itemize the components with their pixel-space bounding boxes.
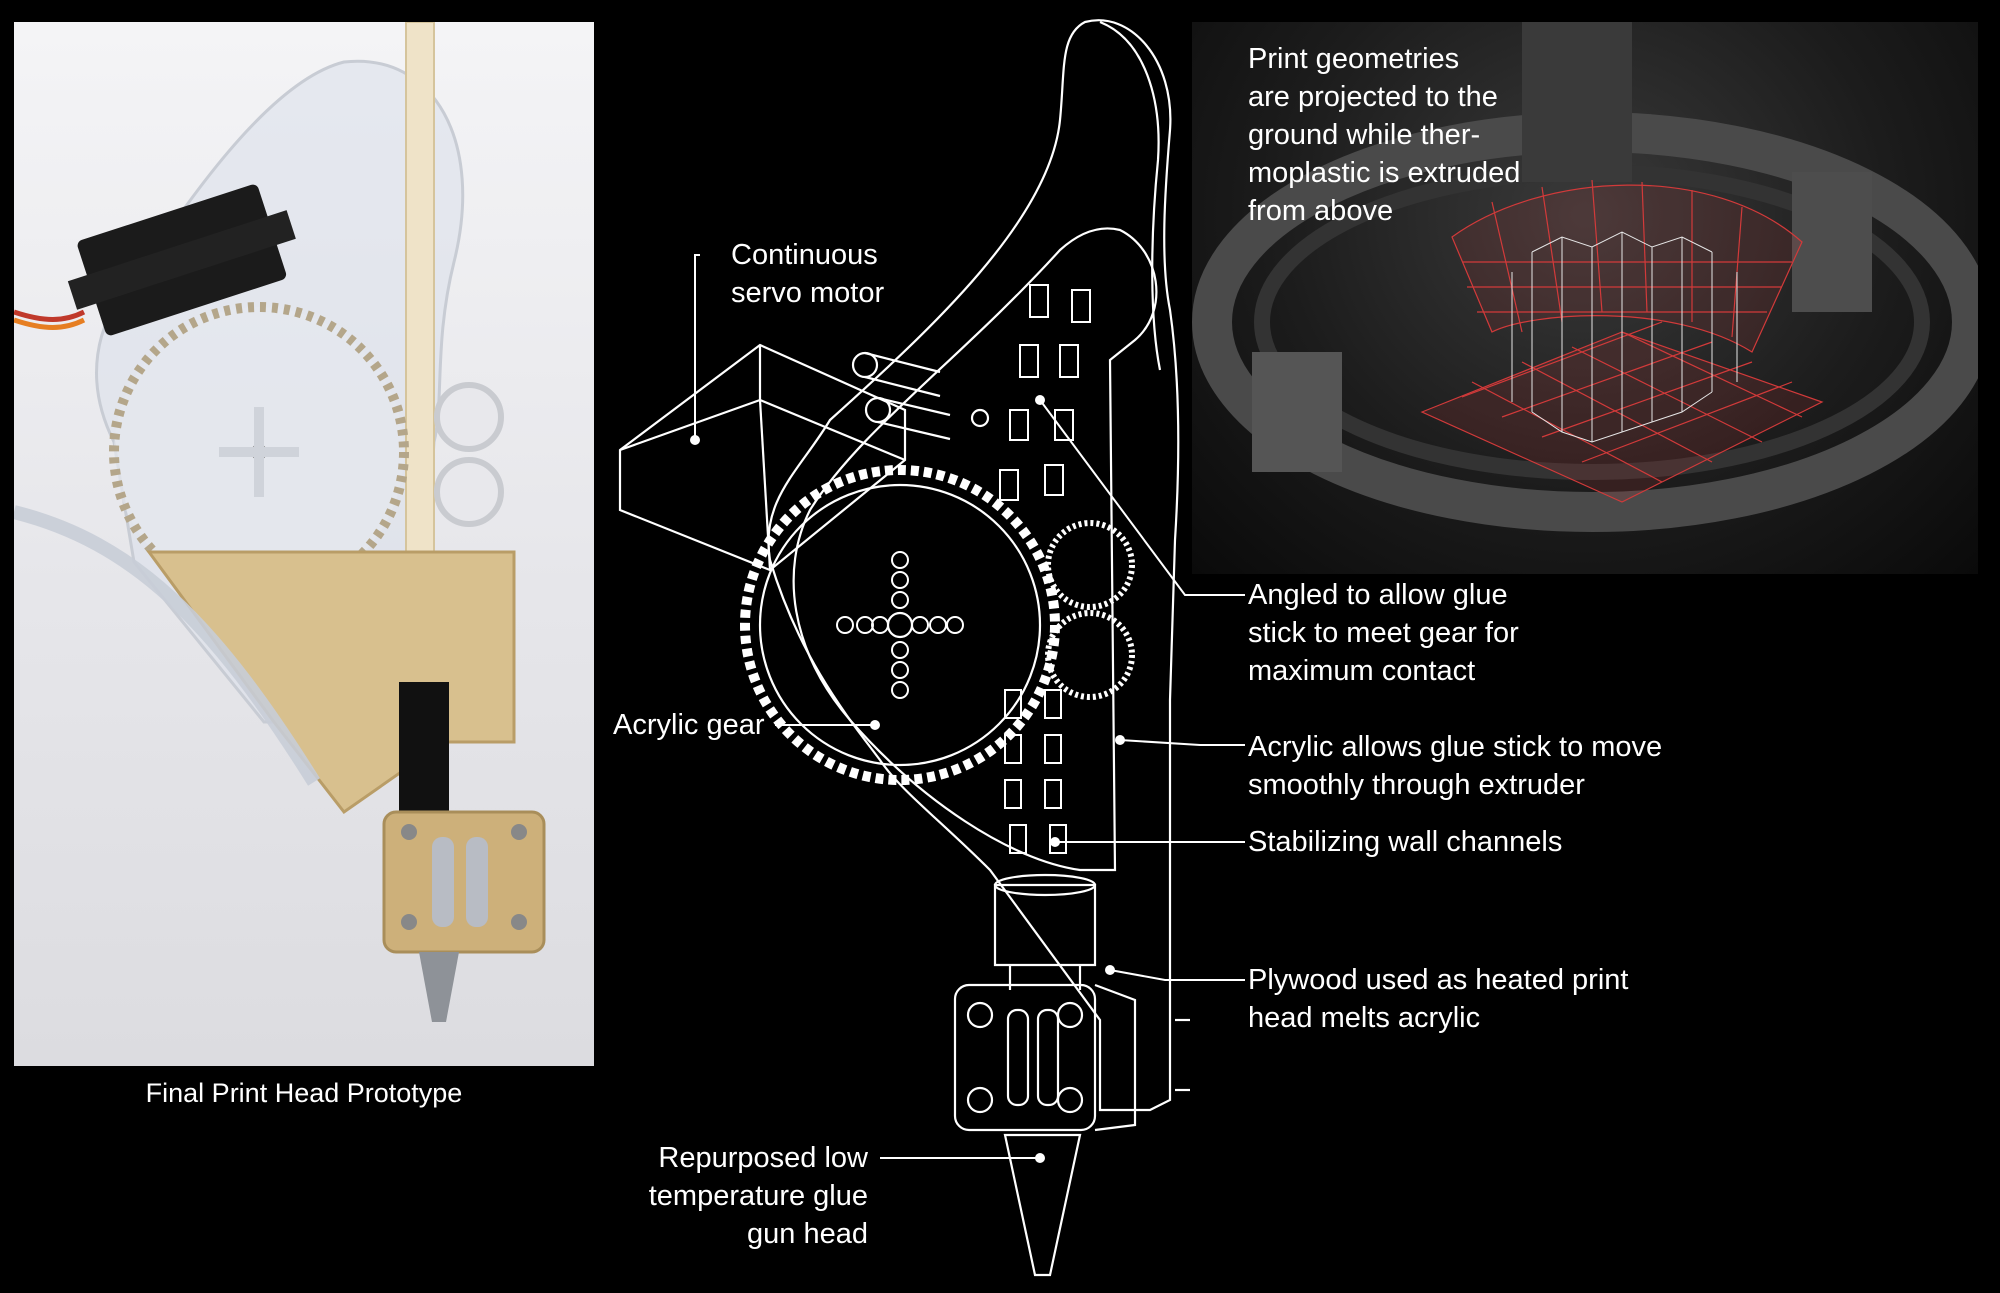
leader-dots xyxy=(690,395,1125,1163)
prototype-illustration xyxy=(14,22,546,1022)
glue-gun-nozzle xyxy=(1003,1018,1190,1277)
projection-illustration xyxy=(1192,22,1978,532)
prototype-photo xyxy=(14,22,594,1066)
drive-gears xyxy=(1045,520,1135,700)
inner-plate xyxy=(792,227,1158,872)
plywood-head xyxy=(953,983,1137,1132)
photo-caption: Final Print Head Prototype xyxy=(145,1078,463,1108)
label-acrylic-extruder: Acrylic allows glue stick to move smooth… xyxy=(1248,731,1663,801)
heater-cylinder xyxy=(993,873,1097,990)
acrylic-gear xyxy=(740,465,1060,785)
label-projection: Print geometries are projected to the gr… xyxy=(1248,43,1521,227)
label-angled: Angled to allow glue stick to meet gear … xyxy=(1248,579,1519,687)
label-glue-gun-head: Repurposed low temperature glue gun head xyxy=(648,1142,868,1250)
projection-render xyxy=(1192,22,1978,574)
body-outline xyxy=(767,19,1180,1112)
print-geometry xyxy=(1511,231,1738,443)
label-acrylic-gear: Acrylic gear xyxy=(613,709,765,741)
servo-motor xyxy=(618,343,990,572)
label-plywood-head: Plywood used as heated print head melts … xyxy=(1248,964,1629,1034)
wall-channels xyxy=(999,284,1091,854)
label-wall-channels: Stabilizing wall channels xyxy=(1248,826,1563,858)
label-servo-motor: Continuous servo motor xyxy=(731,239,885,309)
